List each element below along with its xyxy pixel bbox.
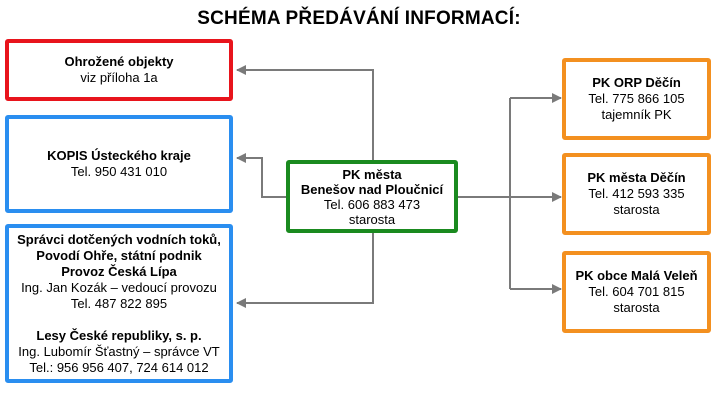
- kopis-title: KOPIS Ústeckého kraje: [47, 148, 191, 163]
- pk-benesov-box: PK města Benešov nad Ploučnicí Tel. 606 …: [286, 160, 458, 233]
- arrow-trunk-right: [458, 98, 511, 198]
- pk-benesov-name2: Benešov nad Ploučnicí: [300, 181, 444, 197]
- pk-decin-role: starosta: [613, 202, 660, 217]
- ohrozene-objekty-box: Ohrožené objekty viz příloha 1a: [5, 39, 233, 101]
- pk-decin-phone: Tel. 412 593 335: [588, 186, 685, 201]
- spravci-line2: Povodí Ohře, státní podnik: [36, 247, 202, 263]
- kopis-phone: Tel. 950 431 010: [70, 164, 168, 179]
- pk-mesta-decin-box: PK města Děčín Tel. 412 593 335 starosta: [562, 153, 711, 235]
- pk-decin-title: PK města Děčín: [587, 170, 686, 185]
- spravci-box: Správci dotčených vodních toků, Povodí O…: [5, 224, 233, 383]
- ohrozene-objekty-title: Ohrožené objekty: [64, 54, 174, 69]
- pk-mala-velen-phone: Tel. 604 701 815: [588, 284, 685, 299]
- arrow-to-kopis: [236, 153, 286, 198]
- spravci-phone1: Tel. 487 822 895: [70, 295, 168, 311]
- pk-orp-role: tajemník PK: [601, 107, 672, 122]
- lesy-title: Lesy České republiky, s. p.: [36, 327, 202, 343]
- lesy-contact: Ing. Lubomír Šťastný – správce VT: [18, 343, 220, 359]
- spravci-line3: Provoz Česká Lípa: [61, 263, 177, 279]
- pk-orp-title: PK ORP Děčín: [592, 75, 681, 90]
- kopis-box: KOPIS Ústeckého kraje Tel. 950 431 010: [5, 115, 233, 213]
- pk-benesov-phone: Tel. 606 883 473: [323, 196, 421, 212]
- pk-mala-velen-box: PK obce Malá Veleň Tel. 604 701 815 star…: [562, 251, 711, 333]
- spravci-line1: Správci dotčených vodních toků,: [17, 231, 221, 247]
- pk-mala-velen-role: starosta: [613, 300, 660, 315]
- pk-mala-velen-title: PK obce Malá Veleň: [575, 268, 698, 283]
- pk-orp-decin-box: PK ORP Děčín Tel. 775 866 105 tajemník P…: [562, 58, 711, 140]
- arrow-to-ohrozene-objekty: [236, 65, 374, 160]
- lesy-phone: Tel.: 956 956 407, 724 614 012: [29, 359, 209, 375]
- pk-orp-phone: Tel. 775 866 105: [588, 91, 685, 106]
- pk-benesov-role: starosta: [348, 211, 396, 227]
- pk-benesov-name1: PK města: [342, 166, 402, 182]
- spravci-contact1: Ing. Jan Kozák – vedoucí provozu: [21, 279, 217, 295]
- arrow-to-spravci: [236, 233, 374, 308]
- ohrozene-objekty-note: viz příloha 1a: [80, 70, 158, 85]
- diagram-title: SCHÉMA PŘEDÁVÁNÍ INFORMACÍ:: [197, 8, 521, 29]
